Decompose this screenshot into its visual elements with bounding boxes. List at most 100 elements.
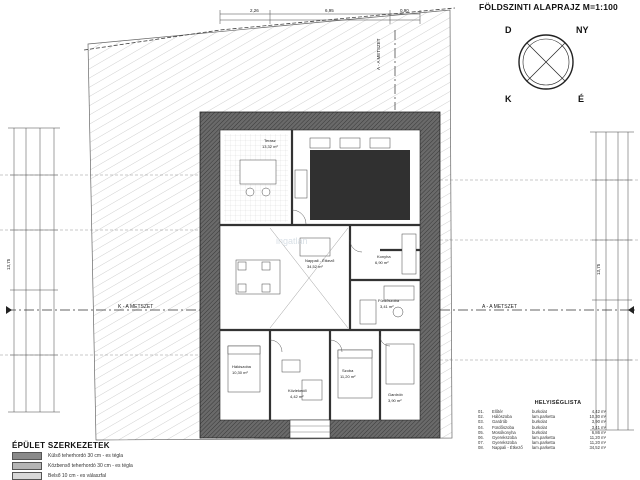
legend-swatch — [12, 461, 42, 470]
legend-label: Közbenső teherhordó 30 cm - es tégla — [48, 462, 133, 469]
room-list-name: Hálószoba — [492, 414, 512, 420]
compass-label-d: D — [505, 25, 512, 35]
room-list-area: 10,30 m² — [589, 414, 606, 420]
living-furniture — [235, 227, 349, 329]
section-label-top: A - A METSZET — [376, 38, 381, 70]
room-label-kitchen: Konyha — [377, 254, 391, 259]
room-label-bath: Fürdőszoba — [378, 298, 400, 303]
room-area-bath: 3,41 m² — [380, 304, 394, 309]
entrance-steps — [289, 419, 331, 439]
room-area-kitchen: 6,90 m² — [375, 260, 389, 265]
room-list-floor: lam.parketta — [532, 414, 556, 420]
section-arrow-right — [628, 306, 634, 314]
legend-item: Közbenső teherhordó 30 cm - es tégla — [12, 461, 133, 470]
left-dimensions — [8, 127, 60, 413]
room-list-name: Gyerekszoba — [492, 435, 517, 441]
room-label-hall: Közlekedő — [288, 388, 307, 393]
dim-top-3: 0,90 — [400, 8, 409, 13]
legend-label: Belső 10 cm - es válaszfal — [48, 472, 107, 479]
room-list-name: Gardrób — [492, 419, 508, 425]
grid-lines — [0, 174, 640, 361]
room-list-number: 06. — [478, 435, 484, 441]
room-area-room: 11,20 m² — [340, 374, 356, 379]
room-list-floor: lam.parketta — [532, 435, 556, 441]
room-list-area: 34,52 m² — [589, 445, 606, 451]
room-list-number: 02. — [478, 414, 484, 420]
room-label-living: Nappali - Étkező — [305, 258, 335, 263]
room-label-room: Szoba — [342, 368, 354, 373]
drawing-title: FÖLDSZINTI ALAPRAJZ M=1:100 — [479, 2, 618, 12]
watermark: ingatlan — [276, 236, 308, 246]
room-list-number: 04. — [478, 424, 484, 430]
room-list-row: 07. Gyerekszoba lam.parketta 11,20 m² — [478, 440, 638, 445]
room-list-area: 4,42 m² — [591, 409, 606, 414]
room-label-terrace: Terasz — [264, 138, 276, 143]
dim-top-2: 6,95 — [325, 8, 334, 13]
room-labels: Terasz 13,32 m² Nappali - Étkező 34,52 m… — [232, 138, 403, 403]
room-list-floor: burkolat — [532, 409, 547, 414]
room-area-living: 34,52 m² — [307, 264, 323, 269]
dim-left: 13,75 — [6, 258, 11, 270]
kitchen-units — [359, 233, 417, 325]
right-dimensions — [590, 131, 634, 431]
room-list-area: 3,90 m² — [591, 419, 606, 425]
room-list-name: Előtér — [492, 409, 503, 414]
room-list-name: Gyerekszoba — [492, 440, 517, 446]
room-list-row: 05. Mosókonyha burkolat 6,86 m² — [478, 430, 638, 435]
room-list-floor: burkolat — [532, 429, 547, 435]
section-arrow-left — [6, 306, 12, 314]
room-area-wardrobe: 3,90 m² — [388, 398, 402, 403]
room-area-bedroom: 10,30 m² — [232, 370, 248, 375]
room-list-number: 01. — [478, 409, 484, 414]
door-swings — [269, 209, 391, 353]
room-list-floor: burkolat — [532, 424, 547, 430]
legend-label: Külső teherhordó 30 cm - es tégla — [48, 452, 124, 459]
bedroom-furniture — [227, 343, 415, 401]
room-list-area: 11,20 m² — [589, 440, 606, 446]
compass-label-e: É — [578, 94, 585, 104]
room-list-row: 02. Hálószoba lam.parketta 10,30 m² — [478, 414, 638, 419]
room-list-floor: lam.parketta — [532, 440, 556, 446]
room-list-row: 06. Gyerekszoba lam.parketta 11,20 m² — [478, 435, 638, 440]
room-area-terrace: 13,32 m² — [262, 144, 278, 149]
room-list-number: 05. — [478, 429, 484, 435]
room-list-floor: lam.parketta — [532, 445, 556, 451]
legend-item: Külső teherhordó 30 cm - es tégla — [12, 451, 124, 460]
room-list-rows: 01. Előtér burkolat 4,42 m² 02. Hálószoba lam.… — [478, 409, 638, 451]
fixtures — [239, 137, 391, 199]
compass-rose — [518, 34, 574, 90]
room-list-number: 03. — [478, 419, 484, 425]
legend-swatch — [12, 451, 42, 460]
section-cut-line — [6, 30, 636, 311]
compass-label-k: K — [505, 94, 512, 104]
room-list-area: 11,20 m² — [589, 435, 606, 441]
room-list-name: Fürdőszoba — [492, 424, 515, 430]
room-list-name: Nappali - Étkező — [492, 445, 523, 451]
section-label-left: K - A METSZET — [118, 304, 153, 310]
room-list-row: 01. Előtér burkolat 4,42 m² — [478, 409, 638, 414]
room-label-bedroom: Hálószoba — [232, 364, 252, 369]
room-label-wardrobe: Gardrób — [388, 392, 403, 397]
room-list-area: 6,86 m² — [591, 429, 606, 435]
room-list-number: 07. — [478, 440, 484, 446]
room-list-row: 04. Fürdőszoba burkolat 3,41 m² — [478, 425, 638, 430]
dark-fitout — [310, 150, 410, 220]
dim-right: 13,75 — [596, 263, 601, 275]
room-list-row: 08. Nappali - Étkező lam.parketta 34,52 m² — [478, 445, 638, 450]
dim-top-1: 2,26 — [250, 8, 259, 13]
room-list-name: Mosókonyha — [492, 429, 516, 435]
section-label-right: A - A METSZET — [482, 304, 517, 310]
room-list-area: 3,41 m² — [591, 424, 606, 430]
interior-walls — [220, 130, 420, 420]
legend-title: ÉPÜLET SZERKEZETEK — [12, 441, 110, 450]
room-list-row: 03. Gardrób burkolat 3,90 m² — [478, 419, 638, 424]
room-list-floor: burkolat — [532, 419, 547, 425]
legend-swatch — [12, 471, 42, 480]
room-list-number: 08. — [478, 445, 484, 451]
top-dimensions — [219, 10, 421, 24]
room-area-hall: 4,42 m² — [290, 394, 304, 399]
room-list-title: HELYISÉGLISTA — [534, 400, 582, 406]
compass-label-ny: NY — [576, 25, 589, 35]
